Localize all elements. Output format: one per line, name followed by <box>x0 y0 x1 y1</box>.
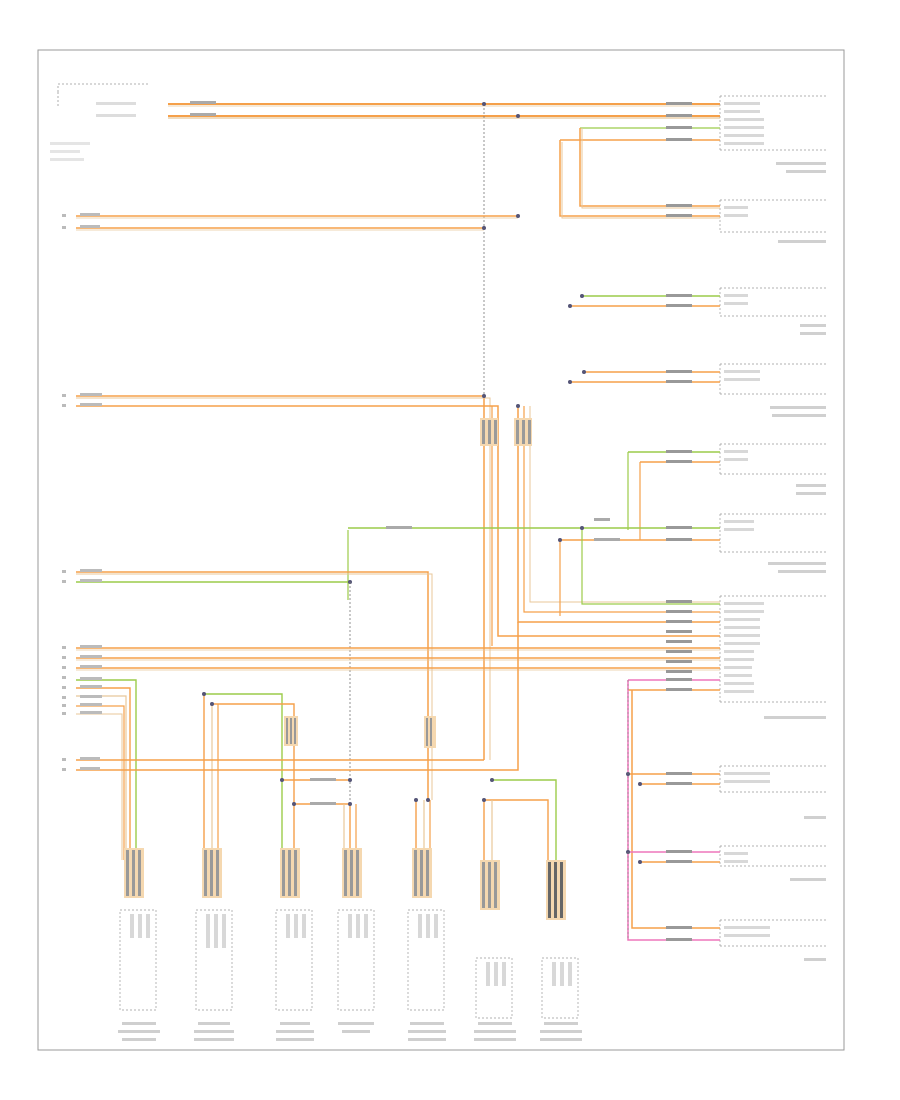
bottom-right-modules-wiring <box>482 778 557 860</box>
bottom-module-boxes <box>119 909 579 1019</box>
bottom-module-captions <box>118 1022 582 1041</box>
right-wire-codes <box>666 102 692 941</box>
module-6-wiring <box>347 518 720 616</box>
top-left-connector-labels <box>50 101 216 161</box>
gateway-wiring <box>626 680 720 941</box>
top-left-control-unit-box <box>57 83 150 106</box>
module-3-wiring <box>568 294 720 308</box>
left-bus-row-7 <box>76 622 519 860</box>
module-4-wiring <box>568 370 720 384</box>
module-1-wiring <box>484 103 720 219</box>
left-bus-row-4 <box>76 394 720 760</box>
inline-connector-top <box>480 418 532 446</box>
mid-vertical-wires <box>414 716 436 860</box>
lower-main-bus <box>76 647 720 691</box>
left-bus-row-6 <box>76 679 295 860</box>
right-module-boxes <box>719 95 828 947</box>
bottom-pin-labels <box>130 914 572 986</box>
inline-connector-left <box>284 716 298 746</box>
right-module-captions <box>764 162 826 961</box>
right-pin-labels <box>724 102 770 937</box>
diagram-frame <box>37 49 845 1051</box>
bottom-connectors <box>124 848 566 920</box>
left-bus-row-3 <box>76 102 520 231</box>
left-pin-stubs <box>62 213 102 771</box>
